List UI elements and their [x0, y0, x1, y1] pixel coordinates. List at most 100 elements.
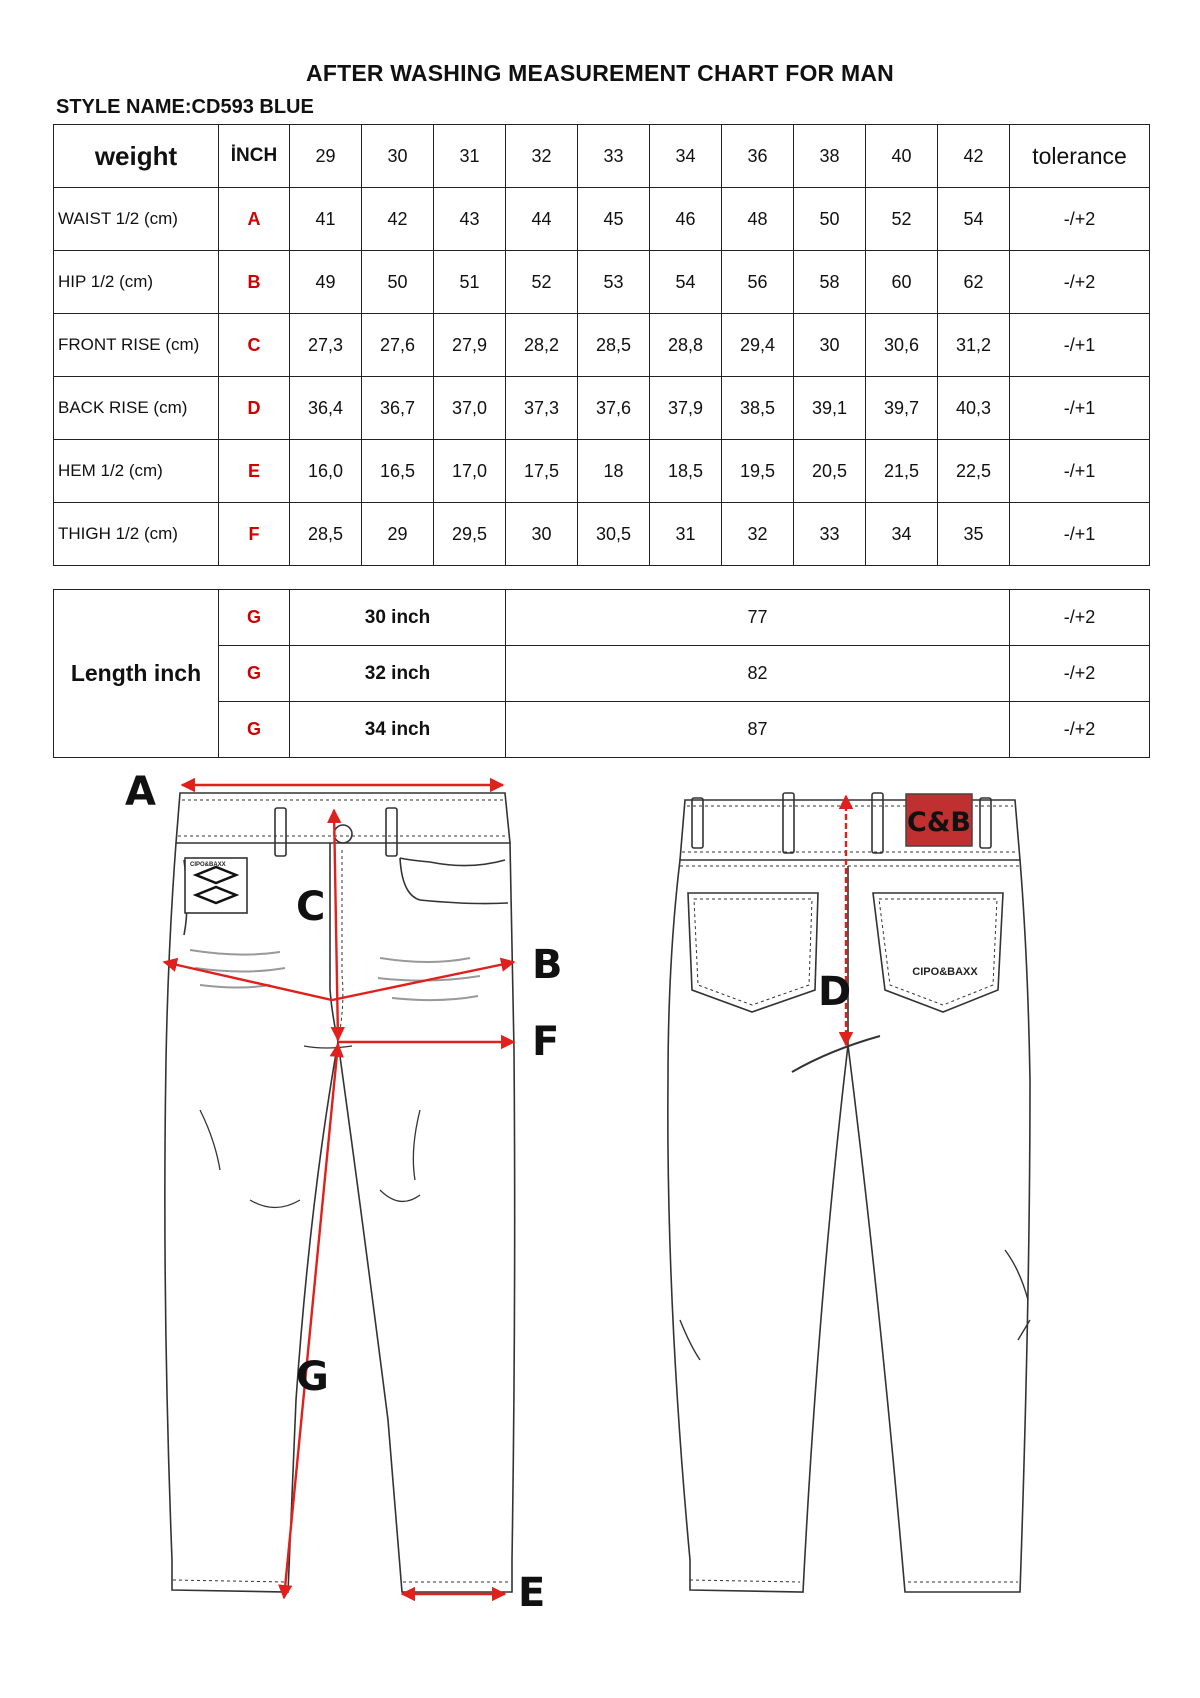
table-cell: 44 — [505, 187, 578, 251]
table-cell: 27,3 — [289, 313, 362, 377]
row-code: D — [218, 376, 290, 440]
row-code: E — [218, 439, 290, 503]
row-tolerance: -/+2 — [1009, 250, 1150, 314]
table-cell: 27,6 — [361, 313, 434, 377]
table-cell: 62 — [937, 250, 1010, 314]
table-cell: 60 — [865, 250, 938, 314]
table-cell: 19,5 — [721, 439, 794, 503]
table-cell: 48 — [721, 187, 794, 251]
header-tolerance: tolerance — [1009, 124, 1150, 188]
table-cell: 30 — [793, 313, 866, 377]
jeans-technical-drawing: A C B F G E CIPO&BAXX C&B CIPO&BAXX — [125, 769, 1031, 1616]
row-tolerance: -/+2 — [1009, 187, 1150, 251]
row-label: THIGH 1/2 (cm) — [53, 502, 219, 566]
table-cell: 28,2 — [505, 313, 578, 377]
length-code: G — [218, 645, 290, 702]
header-size: 32 — [505, 124, 578, 188]
table-cell: 45 — [577, 187, 650, 251]
table-cell: 41 — [289, 187, 362, 251]
table-cell: 30,5 — [577, 502, 650, 566]
table-cell: 28,8 — [649, 313, 722, 377]
table-cell: 39,1 — [793, 376, 866, 440]
header-size: 31 — [433, 124, 506, 188]
table-cell: 20,5 — [793, 439, 866, 503]
header-weight: weight — [53, 124, 219, 188]
row-code: C — [218, 313, 290, 377]
header-row: weight İNCH 29 30 31 32 33 34 36 38 40 4… — [53, 124, 1150, 188]
table-cell: 50 — [793, 187, 866, 251]
table-cell: 30,6 — [865, 313, 938, 377]
row-label: WAIST 1/2 (cm) — [53, 187, 219, 251]
row-code: F — [218, 502, 290, 566]
table-cell: 46 — [649, 187, 722, 251]
table-cell: 33 — [793, 502, 866, 566]
length-value: 82 — [505, 645, 1010, 702]
table-cell: 18 — [577, 439, 650, 503]
header-inch: İNCH — [218, 124, 290, 188]
table-cell: 17,0 — [433, 439, 506, 503]
table-cell: 29,4 — [721, 313, 794, 377]
table-cell: 37,6 — [577, 376, 650, 440]
table-cell: 29 — [361, 502, 434, 566]
table-cell: 18,5 — [649, 439, 722, 503]
row-tolerance: -/+1 — [1009, 502, 1150, 566]
length-size: 32 inch — [289, 645, 506, 702]
table-cell: 43 — [433, 187, 506, 251]
header-size: 42 — [937, 124, 1010, 188]
length-row: Length inch G 30 inch 77 -/+2 — [53, 589, 1150, 758]
letter-e: E — [518, 1570, 545, 1616]
front-letters: A C B F G E — [125, 769, 563, 1616]
row-code: A — [218, 187, 290, 251]
table-cell: 16,0 — [289, 439, 362, 503]
row-tolerance: -/+1 — [1009, 439, 1150, 503]
table-cell: 54 — [649, 250, 722, 314]
table-cell: 53 — [577, 250, 650, 314]
measurement-table: weight İNCH 29 30 31 32 33 34 36 38 40 4… — [53, 124, 1150, 566]
table-cell: 35 — [937, 502, 1010, 566]
back-jeans-sketch — [667, 792, 1031, 1593]
length-tolerance: -/+2 — [1009, 701, 1150, 758]
length-label: Length inch — [53, 589, 219, 758]
header-size: 33 — [577, 124, 650, 188]
table-cell: 50 — [361, 250, 434, 314]
table-cell: 29,5 — [433, 502, 506, 566]
table-cell: 37,9 — [649, 376, 722, 440]
row-tolerance: -/+1 — [1009, 313, 1150, 377]
table-cell: 38,5 — [721, 376, 794, 440]
header-size: 29 — [289, 124, 362, 188]
length-code: G — [218, 589, 290, 646]
table-cell: 17,5 — [505, 439, 578, 503]
header-size: 38 — [793, 124, 866, 188]
coin-pocket-brand: CIPO&BAXX — [190, 862, 226, 868]
front-jeans-sketch — [164, 792, 516, 1593]
table-cell: 31,2 — [937, 313, 1010, 377]
length-code: G — [218, 701, 290, 758]
table-cell: 27,9 — [433, 313, 506, 377]
page-title: AFTER WASHING MEASUREMENT CHART FOR MAN — [306, 60, 894, 86]
row-label: HIP 1/2 (cm) — [53, 250, 219, 314]
table-cell: 36,7 — [361, 376, 434, 440]
style-name: STYLE NAME:CD593 BLUE — [56, 96, 314, 118]
arrow-c — [327, 808, 345, 1042]
header-size: 34 — [649, 124, 722, 188]
table-cell: 52 — [865, 187, 938, 251]
length-size: 34 inch — [289, 701, 506, 758]
header-size: 40 — [865, 124, 938, 188]
back-label-patch — [905, 793, 973, 847]
letter-b: B — [532, 942, 563, 988]
length-value: 77 — [505, 589, 1010, 646]
table-cell: 22,5 — [937, 439, 1010, 503]
table-cell: 30 — [505, 502, 578, 566]
length-tolerance: -/+2 — [1009, 645, 1150, 702]
table-cell: 28,5 — [289, 502, 362, 566]
table-cell: 36,4 — [289, 376, 362, 440]
length-table: Length inch G 30 inch 77 -/+2 G 32 inch … — [53, 589, 1150, 758]
table-cell: 51 — [433, 250, 506, 314]
back-label-text: C&B — [907, 807, 971, 838]
letter-f: F — [532, 1019, 559, 1065]
arrow-g — [278, 1042, 344, 1600]
row-code: B — [218, 250, 290, 314]
